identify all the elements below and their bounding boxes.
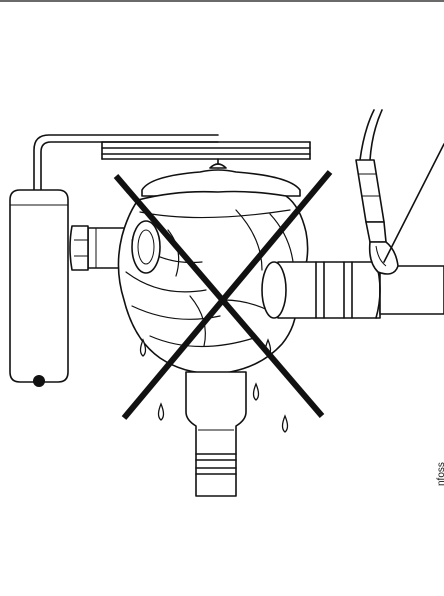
prohibited-cross	[113, 170, 333, 420]
outlet-pipe	[261, 261, 444, 319]
brazing-torch	[355, 109, 399, 275]
water-drop	[157, 402, 165, 421]
brazing-filler-rod	[383, 143, 444, 263]
water-drop	[139, 338, 147, 357]
lower-outlet	[185, 371, 247, 497]
valve-head	[141, 158, 301, 197]
water-drop	[252, 382, 260, 401]
sensing-bulb	[9, 189, 69, 387]
figure-credit: nfoss	[436, 462, 444, 486]
capillary-tube	[33, 134, 311, 196]
bulb-end-cap	[33, 375, 45, 387]
water-drop	[281, 414, 289, 433]
